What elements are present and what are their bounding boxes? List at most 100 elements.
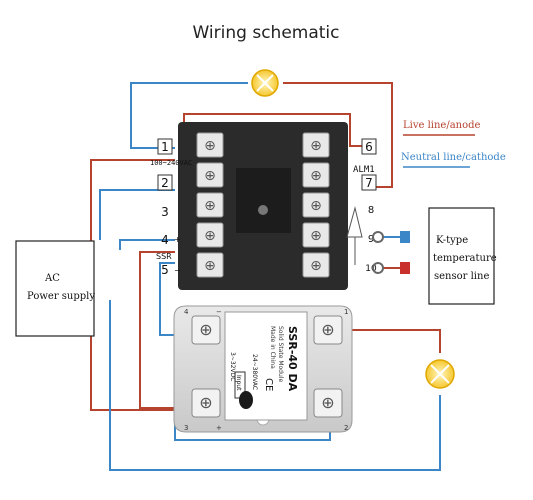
sensor-box: K-type temperature sensor line [428, 207, 497, 305]
ssr-module: ⊕ ⊕ ⊕ ⊕ SSR-40 DA Solid State Module Mad… [173, 305, 353, 433]
screw-icon: ⊕ [204, 258, 216, 274]
terminal-1-box [157, 138, 173, 155]
voltage-label: 100~240VAC [150, 159, 192, 167]
ssr-label-panel [224, 311, 308, 421]
terminal-2-label: 2 [161, 176, 169, 190]
power-supply-frame [15, 240, 95, 337]
right-terminal-4 [302, 222, 330, 248]
screw-icon: ⊕ [199, 393, 212, 412]
ssr-pin-4: 4 [184, 308, 189, 316]
sensor-lug-icon [372, 231, 384, 243]
sensor-lug-icon [372, 262, 384, 274]
sensor-box-frame [428, 207, 495, 305]
screw-icon: ⊕ [310, 258, 322, 274]
terminal-4-label: 4 [161, 233, 169, 247]
screw-icon: ⊕ [310, 168, 322, 184]
wire-t4 [119, 239, 175, 250]
terminal-6-label: 6 [365, 140, 373, 154]
terminal-2-box [157, 174, 173, 191]
top-lamp [251, 69, 279, 97]
ssr-input-label: Input [235, 375, 242, 391]
right-terminal-column: ⊕ ⊕ ⊕ ⊕ ⊕ [302, 132, 330, 278]
terminal-1-label: 1 [161, 140, 169, 154]
right-terminal-3 [302, 192, 330, 218]
left-terminal-labels: 1 2 3 4 5 + − SSR [156, 138, 181, 277]
sensor-line2: temperature [433, 253, 497, 264]
terminal-5-sign: − [174, 266, 181, 275]
ssr-label: SSR [156, 252, 172, 261]
ssr-terminal-2 [313, 388, 343, 418]
diagram-title: Wiring schematic [193, 23, 340, 43]
right-terminal-labels: 6 7 8 9 10 [361, 138, 377, 274]
sensor-input-symbol-icon [346, 206, 363, 265]
right-lamp [425, 359, 455, 389]
controller-hole [258, 205, 268, 215]
ssr-output-voltage: 24~380VAC [251, 354, 258, 390]
wire-ps-blue-to-t2 [99, 189, 175, 240]
ssr-terminal-1 [313, 315, 343, 345]
sensor-line3: sensor line [434, 271, 489, 282]
lamp-cross-icon [256, 74, 274, 92]
screw-icon: ⊕ [204, 168, 216, 184]
power-supply-line2: Power supply [27, 291, 95, 302]
screw-icon: ⊕ [204, 198, 216, 214]
terminal-5-label: 5 [161, 263, 169, 277]
screw-icon: ⊕ [321, 320, 334, 339]
ssr-terminal-4 [191, 388, 221, 418]
power-supply-line1: AC [44, 273, 60, 284]
left-terminal-column: ⊕⊕⊕⊕⊕ [196, 132, 224, 278]
right-terminal-5 [302, 252, 330, 278]
wire-t4-to-ssr [139, 251, 205, 409]
ssr-pin-4-sign: − [216, 308, 222, 316]
terminal-4-sign: + [174, 235, 181, 244]
screw-icon: ⊕ [310, 228, 322, 244]
sensor-connectors [372, 231, 410, 274]
screw-icon: ⊕ [199, 320, 212, 339]
left-terminal-3 [196, 192, 224, 218]
left-terminal-5 [196, 252, 224, 278]
legend-neutral: Neutral line/cathode [401, 152, 506, 163]
screw-icon: ⊕ [310, 138, 322, 154]
terminal-10-label: 10 [365, 264, 377, 274]
ssr-subtitle1: Solid State Module [277, 326, 284, 382]
terminal-6-box [361, 138, 377, 155]
wire-lamp-to-t7 [283, 82, 393, 188]
ssr-pin-1: 1 [344, 308, 348, 316]
ssr-subtitle2: Made in China [269, 326, 276, 369]
sensor-blue-connector-icon [400, 231, 410, 243]
ssr-model: SSR-40 DA [286, 326, 299, 392]
ssr-label-text: SSR-40 DA Solid State Module Made in Chi… [251, 326, 299, 392]
wire-ssr-to-lamp [325, 329, 441, 353]
ssr-input-voltage: 3~32VDC [229, 352, 236, 381]
sensor-line1: K-type [436, 235, 468, 246]
ssr-pin-2: 2 [344, 424, 348, 432]
left-terminal-2 [196, 162, 224, 188]
screw-icon: ⊕ [321, 393, 334, 412]
power-supply: AC Power supply [15, 240, 95, 337]
terminal-7-label: 7 [365, 176, 373, 190]
terminal-7-box [361, 174, 377, 191]
terminal-3-label: 3 [161, 205, 169, 219]
left-terminal-4 [196, 222, 224, 248]
lamp-cross-icon [430, 364, 450, 384]
temperature-controller: ⊕ ⊕ ⊕ ⊕ ⊕ ⊕ ⊕ ⊕ ⊕ ⊕ 1 2 3 4 5 + − SSR 100~240VAC… [150, 122, 377, 290]
legend-live: Live line/anode [403, 120, 481, 131]
ssr-terminal-3 [191, 315, 221, 345]
ssr-pin-3: 3 [184, 424, 188, 432]
wire-lamp-to-t1 [130, 82, 248, 149]
right-terminal-1 [302, 132, 330, 158]
right-terminal-2 [302, 162, 330, 188]
legend: Live line/anode Neutral line/cathode [401, 120, 506, 168]
screw-icon: ⊕ [310, 198, 322, 214]
controller-center [236, 168, 291, 233]
wire-ps-blue-to-lamp [109, 300, 441, 471]
screw-icon: ⊕ [204, 138, 216, 154]
alarm-label: ALM1 [353, 165, 375, 175]
ssr-pin-labels: 4 − 3 + 1 2 [184, 308, 348, 432]
sensor-red-connector-icon [400, 262, 410, 274]
left-terminal-1 [196, 132, 224, 158]
terminal-8-label: 8 [368, 205, 374, 216]
ssr-led-indicator [239, 391, 253, 409]
ssr-ce-mark: CE [263, 378, 274, 391]
